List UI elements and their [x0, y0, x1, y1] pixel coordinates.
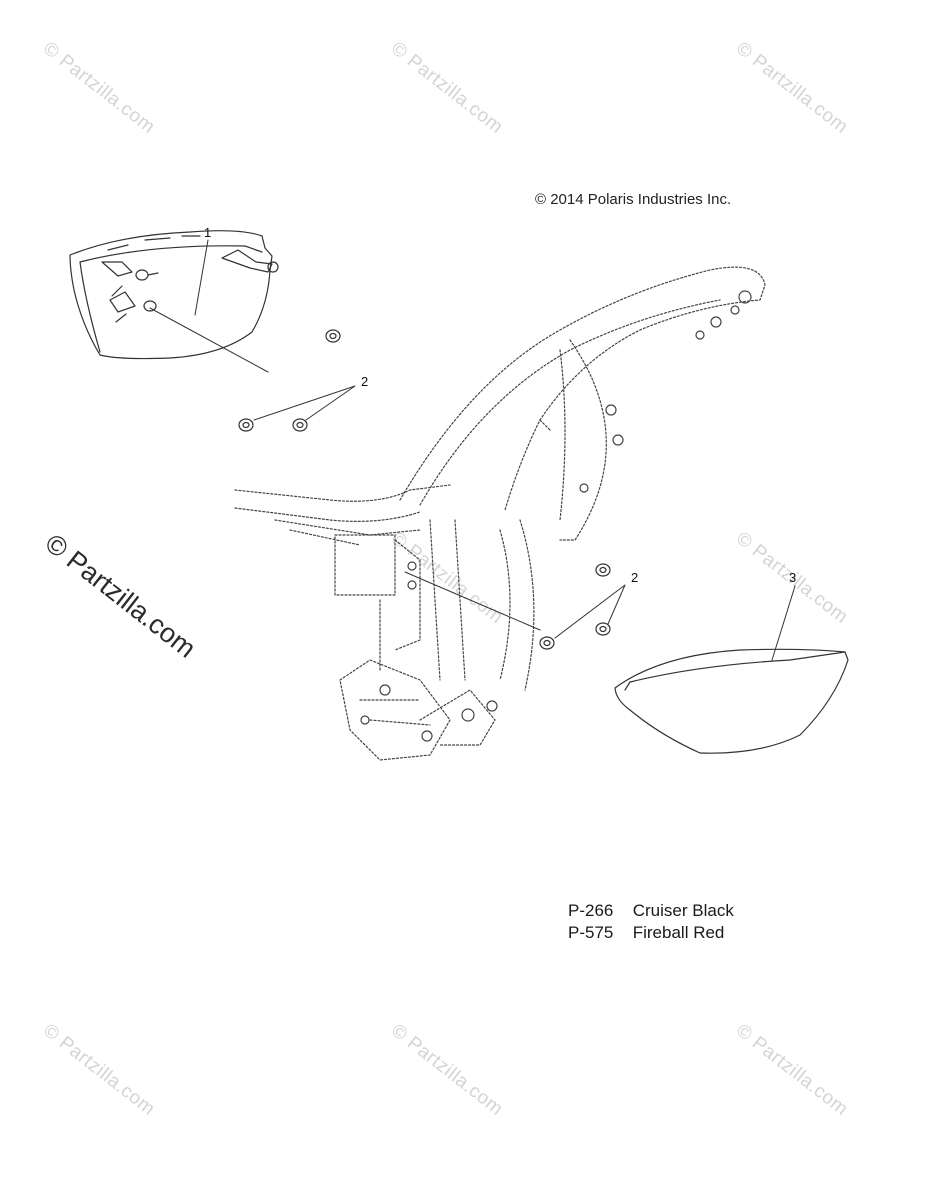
color-legend: P-266 Cruiser Black P-575 Fireball Red [568, 900, 734, 944]
copyright-text: © 2014 Polaris Industries Inc. [535, 191, 732, 208]
legend-name: Fireball Red [632, 923, 725, 942]
callout-2-upper: 2 [361, 374, 369, 389]
legend-code: P-266 [568, 901, 614, 920]
callout-3: 3 [789, 570, 797, 585]
left-side-cover [69, 230, 279, 360]
nuts-lower [539, 563, 611, 650]
callout-1: 1 [204, 225, 212, 240]
right-side-cover [614, 648, 849, 754]
callout-2-lower: 2 [631, 570, 639, 585]
legend-row: P-266 Cruiser Black [568, 900, 734, 922]
legend-row: P-575 Fireball Red [568, 922, 734, 944]
legend-name: Cruiser Black [632, 901, 734, 920]
legend-code: P-575 [568, 923, 614, 942]
nuts-upper [238, 329, 341, 432]
frame [234, 266, 766, 761]
